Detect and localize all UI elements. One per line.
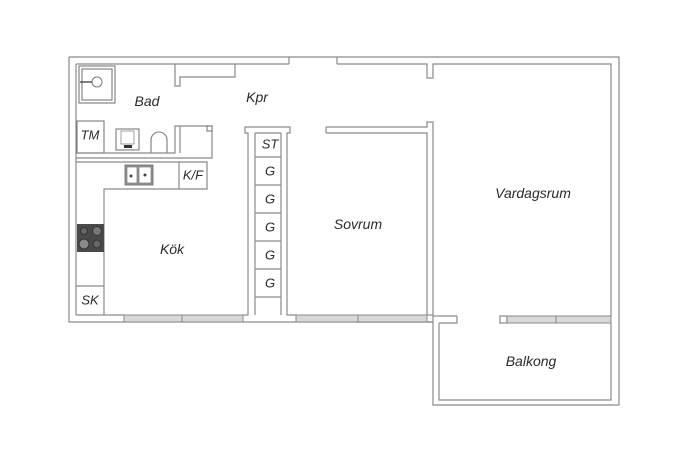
- room-label-kok: Kök: [159, 241, 185, 257]
- bathroom: [76, 64, 236, 159]
- windows: [123, 314, 612, 324]
- window-living-room: [506, 315, 612, 324]
- wardrobe-label: G: [264, 275, 276, 291]
- room-label-balkong: Balkong: [505, 353, 557, 369]
- fixture-label-sk: SK: [81, 292, 99, 308]
- wardrobe-label: G: [264, 191, 276, 207]
- fixture-label-tm: TM: [80, 127, 100, 143]
- living-balcony-walls: [432, 305, 619, 406]
- room-label-kpr: Kpr: [246, 89, 268, 105]
- room-label-bad: Bad: [134, 93, 160, 109]
- fixture-label-kf: K/F: [182, 167, 204, 183]
- room-label-vardagsrum: Vardagsrum: [495, 185, 571, 201]
- kitchen: [76, 126, 296, 316]
- wardrobe-label: G: [264, 219, 276, 235]
- room-label-sovrum: Sovrum: [333, 216, 383, 232]
- fixture-label-st: ST: [261, 136, 279, 152]
- window-bedroom: [295, 314, 428, 323]
- wardrobes: [255, 156, 281, 298]
- wardrobe-label: G: [264, 163, 276, 179]
- wardrobe-label: G: [264, 247, 276, 263]
- window-kitchen: [123, 314, 244, 323]
- toilet: [150, 131, 168, 154]
